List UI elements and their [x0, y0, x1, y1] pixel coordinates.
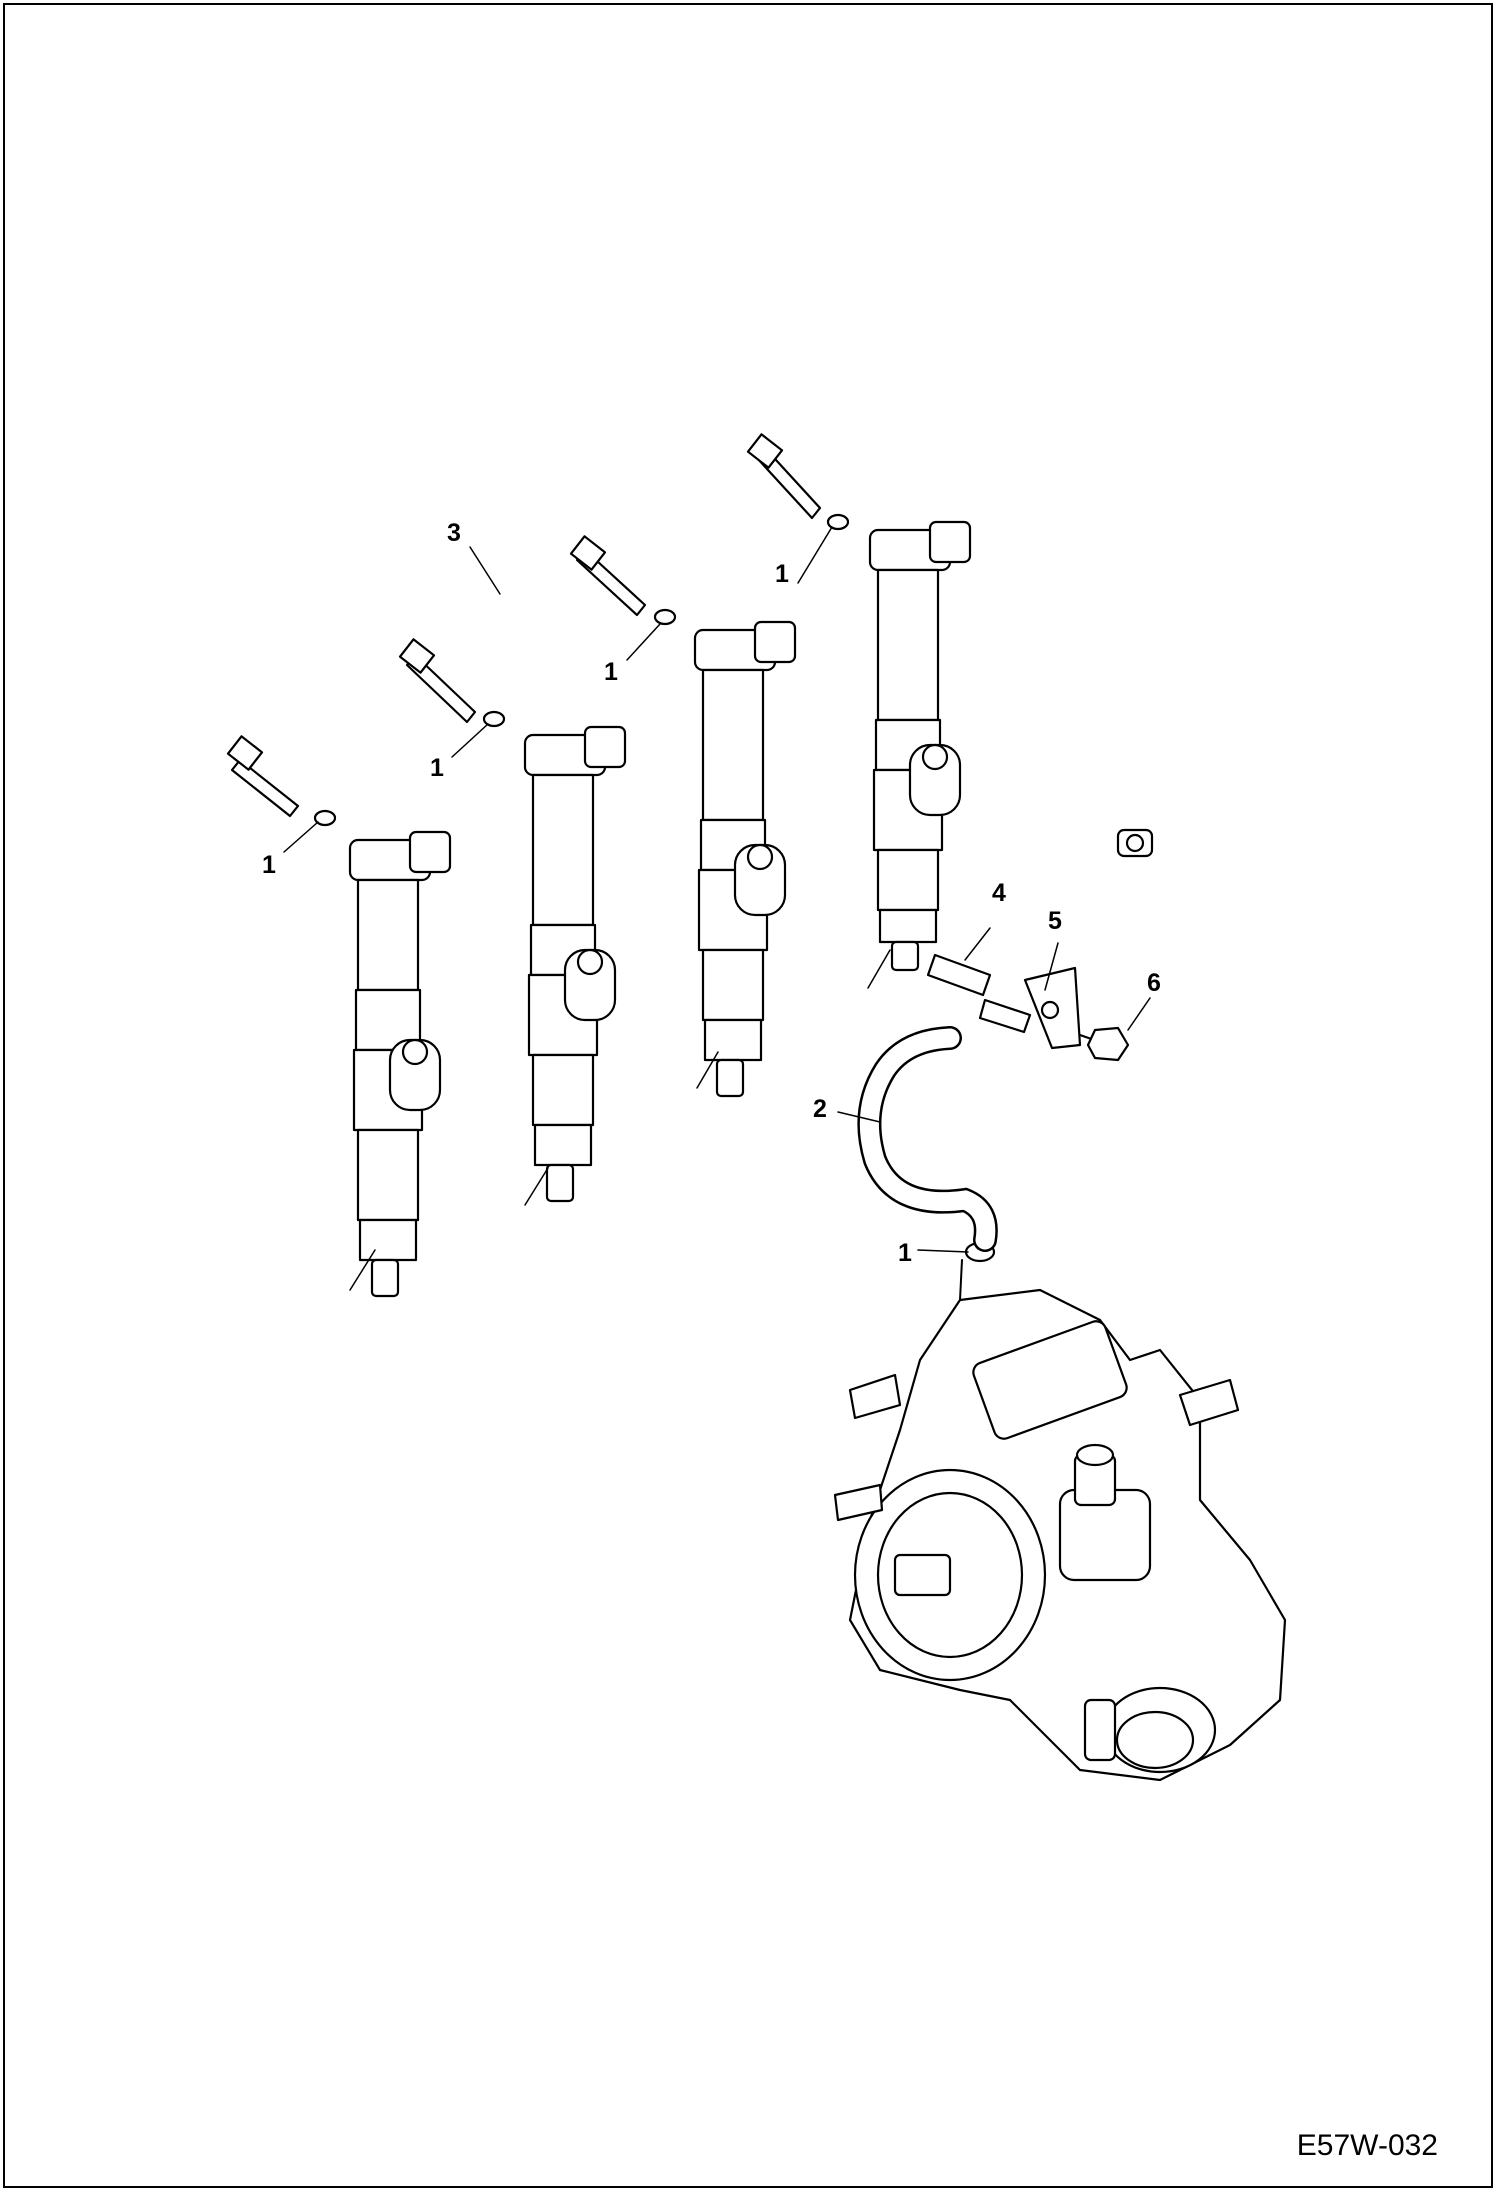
callout-5: 5 [1048, 907, 1062, 935]
callout-1-injector-4: 1 [775, 560, 789, 588]
callout-1-injector-1: 1 [262, 851, 276, 879]
hose-clamps [313, 513, 996, 1263]
injector-4 [868, 520, 972, 972]
callout-leaders [283, 526, 1151, 1253]
drawing-border [3, 3, 1493, 2188]
injector-leaders [349, 949, 891, 1291]
callout-4: 4 [992, 879, 1006, 907]
fuel-pump [833, 1259, 1287, 1782]
callouts: 1 1 1 1 1 2 3 4 5 6 [262, 519, 1161, 1267]
fittings [926, 953, 1130, 1062]
callout-6: 6 [1147, 969, 1161, 997]
callout-2: 2 [813, 1095, 827, 1123]
injector-1 [348, 830, 452, 1298]
callout-3: 3 [447, 519, 461, 547]
injector-2 [523, 725, 627, 1203]
callout-1-injector-2: 1 [430, 754, 444, 782]
injector-3 [693, 620, 797, 1098]
callout-1-injector-3: 1 [604, 658, 618, 686]
figure-id: E57W-032 [1296, 2129, 1438, 2162]
callout-1-pump: 1 [898, 1239, 912, 1267]
hose [857, 1026, 998, 1252]
